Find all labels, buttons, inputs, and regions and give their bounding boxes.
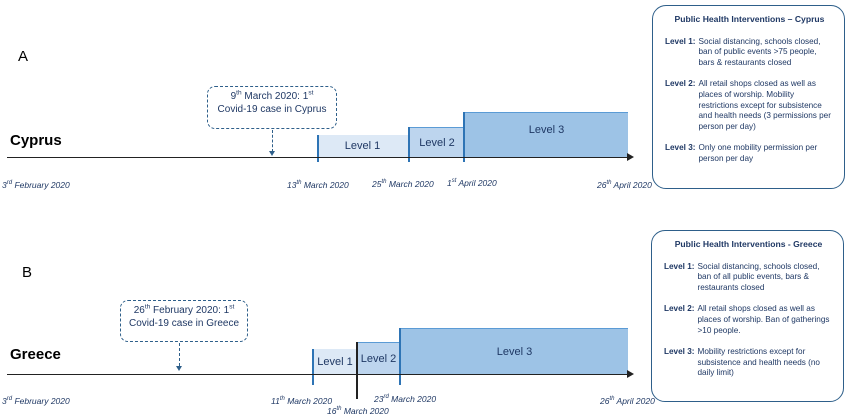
intervention-level-label: Level 2: [665, 79, 696, 89]
country-label: Cyprus [10, 132, 62, 149]
panel-letter: B [22, 264, 33, 281]
intervention-item: Level 1:Social distancing, schools close… [665, 37, 834, 69]
time-axis [7, 374, 629, 375]
intervention-text: Mobility restrictions except for subsist… [697, 347, 820, 378]
date-level-1: 13th March 2020 [287, 180, 349, 190]
first-case-callout: 9th March 2020: 1st Covid-19 case in Cyp… [207, 86, 337, 129]
time-axis [7, 157, 629, 158]
date-end: 26th April 2020 [597, 180, 652, 190]
interventions-title: Public Health Interventions – Cyprus [674, 14, 825, 24]
level-3-label: Level 3 [528, 124, 565, 136]
level-3-bar: Level 3 [463, 112, 628, 157]
callout-line1: 9th March 2020: 1st [230, 89, 314, 102]
date-start: 3rd February 2020 [2, 396, 70, 406]
intervention-level-label: Level 3: [665, 143, 696, 153]
panel-letter: A [18, 48, 29, 65]
date-level-3: 1st April 2020 [447, 178, 497, 188]
interventions-box-greece: Public Health Interventions - Greece Lev… [651, 230, 844, 402]
intervention-item: Level 1:Social distancing, schools close… [664, 262, 833, 294]
intervention-text: Social distancing, schools closed, ban o… [698, 36, 821, 67]
level-1-label: Level 1 [317, 355, 353, 368]
axis-arrow-icon [627, 370, 634, 378]
intervention-text: Social distancing, schools closed, ban o… [697, 261, 820, 292]
level-1-marker [312, 349, 314, 385]
level-2-marker [408, 127, 410, 162]
level-1-bar: Level 1 [317, 135, 408, 157]
callout-line1: 26th February 2020: 1st [133, 303, 235, 316]
intervention-level-label: Level 1: [665, 36, 696, 46]
level-2-bar: Level 2 [356, 342, 399, 374]
intervention-level-label: Level 3: [664, 347, 695, 357]
intervention-item: Level 2:All retail shops closed as well … [665, 79, 834, 132]
first-case-callout: 26th February 2020: 1st Covid-19 case in… [120, 300, 248, 342]
callout-arrow-icon [176, 366, 182, 371]
callout-arrow-icon [269, 151, 275, 156]
level-2-label: Level 2 [419, 136, 455, 149]
level-3-marker [399, 328, 401, 385]
date-end: 26th April 2020 [600, 396, 655, 406]
intervention-item: Level 3:Mobility restrictions except for… [664, 347, 833, 379]
date-level-2: 25th March 2020 [372, 179, 434, 189]
intervention-text: Only one mobility permission per person … [698, 143, 818, 163]
intervention-item: Level 2:All retail shops closed as well … [664, 304, 833, 336]
level-3-label: Level 3 [496, 345, 533, 358]
intervention-text: All retail shops closed as well as place… [698, 79, 831, 131]
level-3-bar: Level 3 [399, 328, 628, 374]
level-3-marker [463, 112, 465, 162]
date-start: 3rd February 2020 [2, 180, 70, 190]
callout-line2: Covid-19 case in Cyprus [217, 104, 327, 115]
level-1-marker [317, 135, 319, 162]
level-2-bar: Level 2 [408, 127, 464, 157]
date-level-1: 11th March 2020 [271, 396, 333, 406]
callout-connector [272, 130, 273, 152]
level-2-marker [356, 342, 358, 399]
intervention-item: Level 3:Only one mobility permission per… [665, 143, 834, 164]
intervention-text: All retail shops closed as well as place… [697, 304, 830, 335]
callout-line2: Covid-19 case in Greece [128, 318, 240, 329]
country-label: Greece [10, 346, 61, 363]
intervention-level-label: Level 1: [664, 261, 695, 271]
intervention-level-label: Level 2: [664, 304, 695, 314]
interventions-box-cyprus: Public Health Interventions – Cyprus Lev… [652, 5, 845, 189]
level-1-bar: Level 1 [312, 349, 356, 374]
interventions-title: Public Health Interventions - Greece [674, 239, 823, 249]
callout-connector [179, 343, 180, 366]
level-1-label: Level 1 [344, 140, 381, 152]
date-level-3: 23rd March 2020 [374, 394, 437, 404]
date-level-2: 16th March 2020 [327, 406, 389, 416]
axis-arrow-icon [627, 153, 634, 161]
level-2-label: Level 2 [360, 352, 397, 365]
